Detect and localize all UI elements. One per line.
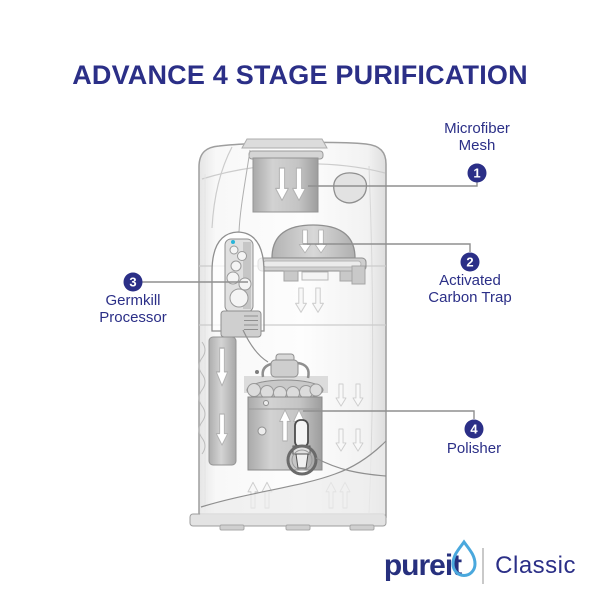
logo-divider: [482, 548, 485, 584]
stage-2-badge: 2: [460, 252, 480, 272]
germkill-processor-graphic: [198, 149, 265, 466]
indicator-dot: [231, 240, 235, 244]
brand-name: pureit: [383, 549, 462, 582]
brand-variant: Classic: [495, 552, 576, 579]
polisher-graphic: [242, 329, 328, 476]
water-drop-icon: [451, 539, 477, 578]
base-swoosh: [200, 440, 387, 515]
stage-4-badge: 4: [464, 419, 484, 439]
stage-4-label: Polisher: [446, 440, 502, 457]
tap-icon: [286, 419, 318, 476]
stage-3-label: Germkill Processor: [99, 292, 167, 326]
brand-logo: pureit Classic: [383, 539, 576, 584]
stage-1-badge: 1: [467, 163, 487, 183]
page-title: ADVANCE 4 STAGE PURIFICATION: [72, 60, 528, 90]
stage-3-badge: 3: [123, 272, 143, 292]
microfiber-mesh-graphic: [248, 150, 368, 213]
stage-1-label: Microfiber Mesh: [444, 120, 510, 154]
connector-lines: [142, 181, 478, 419]
stage-2-label: Activated Carbon Trap: [428, 272, 512, 306]
